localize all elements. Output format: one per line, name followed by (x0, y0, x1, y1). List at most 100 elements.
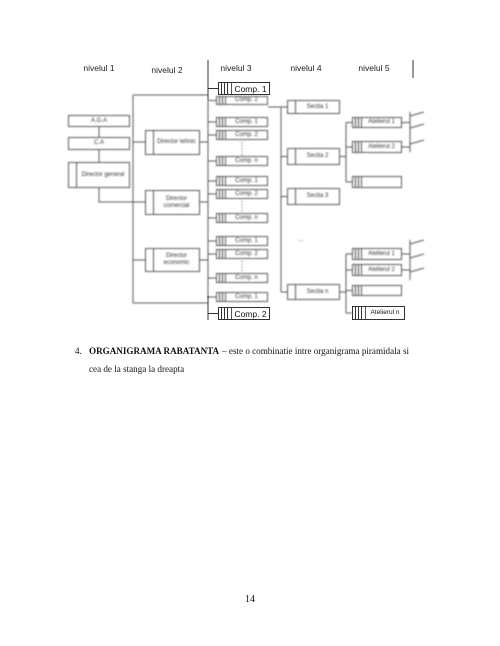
level5-spine-b (340, 253, 352, 314)
box-marker (69, 163, 77, 187)
atelier-label: Atelierul n (370, 309, 400, 316)
box-marker (353, 286, 362, 295)
atelier-label: Atelierul 2 (368, 266, 395, 273)
compartment-box: Comp. 1 (216, 292, 268, 302)
level-header-3: nivelul 3 (220, 63, 252, 73)
compartment-label: Comp. 2 (235, 190, 258, 197)
director-tehnic-label: Director tehnic (157, 139, 196, 145)
compartment-label: Comp. n (235, 274, 258, 281)
level3-top-connector (207, 60, 218, 100)
compartment-label: Comp. 1 (235, 237, 258, 244)
sectia-ellipsis: ... (298, 236, 304, 243)
list-item-number: 4. (75, 346, 82, 356)
level3-bottom-connector (207, 296, 218, 320)
director-economic-label: Director economic (163, 253, 190, 266)
box-marker (288, 189, 296, 204)
atelier-box: Atelierul 2 (352, 264, 402, 276)
compartment-box: Comp. 1 (216, 176, 268, 186)
box-marker (146, 191, 154, 214)
compartment-box: Comp. 2 (216, 249, 268, 259)
atelier-box-empty (352, 176, 402, 188)
atelier-box-bottom: Atelierul n (352, 306, 405, 320)
atelier-box: Atelierul 2 (352, 141, 402, 153)
box-marker (353, 142, 362, 152)
level3-spine (207, 100, 216, 298)
box-marker (353, 249, 362, 259)
box-marker (353, 265, 362, 275)
compartment-box-bottom: Comp. 2 (218, 307, 270, 320)
director-general-box: Director general (68, 162, 130, 188)
sectia-box: Sectia 1 (287, 100, 340, 114)
level2-spine (132, 94, 208, 304)
sectia-label: Sectia n (306, 288, 329, 295)
compartment-label: Comp. 2 (235, 250, 258, 257)
director-comercial-box: Director comercial (145, 190, 200, 215)
box-marker (353, 177, 362, 187)
box-marker (217, 177, 226, 185)
atelier-box: Atelierul 1 (352, 117, 402, 128)
level-header-1: nivelul 1 (83, 63, 115, 73)
aga-box: A.G.A (68, 115, 130, 127)
aga-label: A.G.A (90, 117, 107, 124)
box-marker (288, 149, 296, 164)
level5-branch-b (402, 239, 425, 280)
sectia-box: Sectia 2 (287, 148, 340, 165)
compartment-box: Comp. n (216, 156, 268, 166)
box-marker (217, 190, 226, 198)
sectia-label: Sectia 1 (306, 103, 329, 110)
ca-label: C.A (93, 140, 104, 146)
compartment-label: Comp. n (235, 214, 258, 221)
box-marker (217, 250, 226, 258)
compartment-box: Comp. 2 (216, 189, 268, 199)
director-to-level3-connector (200, 141, 208, 261)
atelier-label: Atelierul 2 (368, 143, 395, 150)
level4-spine (268, 106, 287, 293)
paragraph-title: ORGANIGRAMA RABATANTA (89, 346, 220, 356)
level1-connector (98, 127, 145, 203)
level-header-5: nivelul 5 (358, 63, 390, 73)
box-marker (217, 274, 226, 282)
compartment-box: Comp. 2 (216, 130, 268, 140)
box-marker (219, 83, 232, 94)
box-marker (353, 118, 362, 127)
level-header-2: nivelul 2 (151, 65, 183, 75)
level5-spine-a (340, 122, 352, 183)
box-marker (217, 131, 226, 139)
compartment-box: Comp. 1 (216, 117, 268, 127)
paragraph-line-2: cea de la stanga la dreapta (89, 364, 185, 374)
paragraph-line-1: ORGANIGRAMA RABATANTA– este o combinatie… (89, 346, 409, 357)
compartment-box: Comp. 1 (216, 236, 268, 246)
box-marker (288, 285, 296, 299)
compartment-label: Comp. 2 (235, 131, 258, 138)
compartment-label: Comp. n (235, 157, 258, 164)
compartment-label: Comp. 1 (234, 83, 267, 94)
box-marker (146, 249, 154, 271)
level5-branch-a (402, 111, 425, 152)
sectia-box: Sectia 3 (287, 188, 340, 205)
box-marker (288, 101, 296, 113)
compartment-label: Comp. 1 (235, 118, 258, 125)
director-tehnic-box: Director tehnic (145, 130, 200, 155)
atelier-label: Atelierul 1 (368, 250, 395, 257)
box-marker (217, 293, 226, 301)
box-marker (217, 97, 226, 104)
box-marker (353, 307, 366, 319)
ca-box: C.A (68, 137, 130, 150)
compartment-label: Comp. 2 (235, 97, 258, 103)
compartment-label: Comp. 1 (235, 293, 258, 300)
level-header-4: nivelul 4 (290, 63, 322, 73)
director-comercial-label: Director comercial (163, 195, 190, 209)
box-marker (217, 157, 226, 165)
compartment-box: Comp. n (216, 273, 268, 283)
box-marker (219, 308, 232, 319)
atelier-label: Atelierul 1 (368, 119, 395, 125)
page-number: 14 (245, 594, 255, 605)
sectia-label: Sectia 2 (306, 153, 329, 159)
compartment-box-top: Comp. 1 (218, 82, 270, 95)
